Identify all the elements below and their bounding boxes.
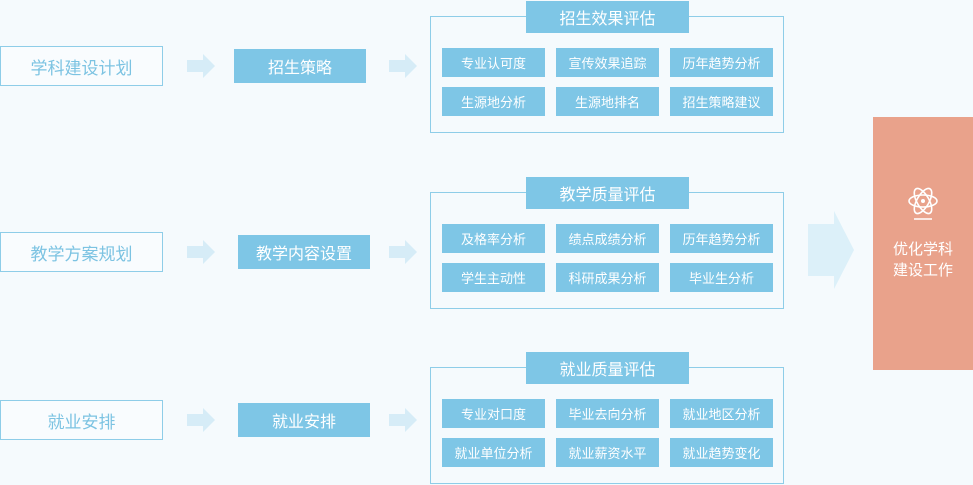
lane-label-3: 就业安排 [0, 400, 163, 440]
chip-item: 历年趋势分析 [670, 224, 773, 253]
chip-item: 专业对口度 [442, 399, 545, 428]
stage-box-3: 就业安排 [238, 403, 370, 437]
chip-item: 毕业生分析 [670, 263, 773, 292]
arrow-right-icon [187, 240, 215, 264]
lane-label-2: 教学方案规划 [0, 232, 163, 272]
arrow-right-icon [187, 408, 215, 432]
chip-item: 历年趋势分析 [670, 48, 773, 77]
chip-item: 宣传效果追踪 [556, 48, 659, 77]
chip-item: 绩点成绩分析 [556, 224, 659, 253]
chip-item: 生源地分析 [442, 87, 545, 116]
chip-item: 招生策略建议 [670, 87, 773, 116]
chip-item: 生源地排名 [556, 87, 659, 116]
final-result-box: 优化学科 建设工作 [873, 117, 973, 370]
lane-label-1: 学科建设计划 [0, 46, 163, 86]
chip-item: 就业地区分析 [670, 399, 773, 428]
group-title-3: 就业质量评估 [526, 352, 689, 384]
arrow-right-icon [389, 240, 417, 264]
group-title-1: 招生效果评估 [526, 1, 689, 33]
final-label: 优化学科 建设工作 [892, 240, 953, 279]
chip-item: 科研成果分析 [556, 263, 659, 292]
chip-item: 专业认可度 [442, 48, 545, 77]
arrow-right-icon [389, 408, 417, 432]
atom-icon [907, 185, 939, 221]
chip-item: 及格率分析 [442, 224, 545, 253]
chip-item: 毕业去向分析 [556, 399, 659, 428]
group-title-2: 教学质量评估 [526, 177, 689, 209]
chip-item: 就业薪资水平 [556, 438, 659, 467]
chip-item: 学生主动性 [442, 263, 545, 292]
arrow-right-icon [389, 54, 417, 78]
stage-box-2: 教学内容设置 [238, 235, 370, 269]
stage-box-1: 招生策略 [234, 49, 366, 83]
chip-item: 就业趋势变化 [670, 438, 773, 467]
big-arrow-right-icon [808, 211, 854, 289]
chip-item: 就业单位分析 [442, 438, 545, 467]
arrow-right-icon [187, 54, 215, 78]
